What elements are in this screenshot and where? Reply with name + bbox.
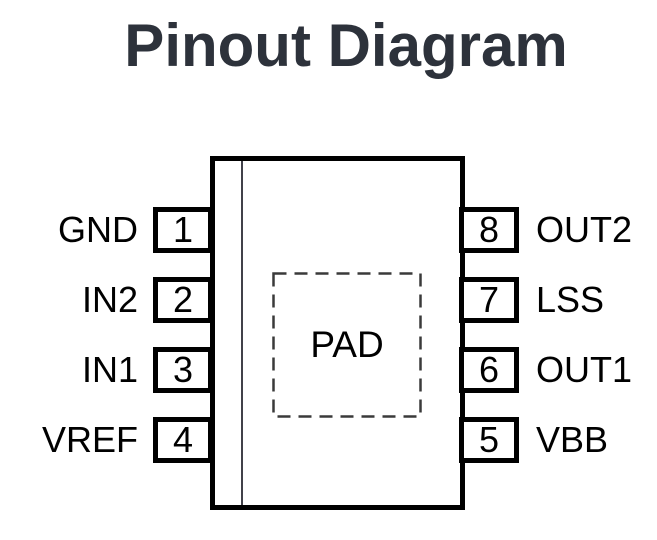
pin-label-in2: IN2 <box>81 279 138 320</box>
pin-box-4: 4 <box>153 417 213 463</box>
pin-label-gnd: GND <box>58 209 138 250</box>
thermal-pad-label: PAD <box>310 324 384 365</box>
pin-label-vref: VREF <box>41 419 138 460</box>
pin-box-3: 3 <box>153 347 213 393</box>
pin-box-6: 6 <box>459 347 519 393</box>
pin-box-2: 2 <box>153 277 213 323</box>
page-title: Pinout Diagram <box>124 12 568 79</box>
pin-label-lss: LSS <box>536 279 605 320</box>
chip-package-outline <box>210 156 465 510</box>
pin-box-8: 8 <box>459 207 519 253</box>
thermal-pad-outline <box>272 272 422 418</box>
pin-box-7: 7 <box>459 277 519 323</box>
pin-label-out2: OUT2 <box>536 209 633 250</box>
pin1-indicator-line <box>241 161 243 505</box>
pin-label-in1: IN1 <box>81 349 138 390</box>
pin-box-1: 1 <box>153 207 213 253</box>
pin-label-vbb: VBB <box>536 419 609 460</box>
pin-label-out1: OUT1 <box>536 349 633 390</box>
pin-box-5: 5 <box>459 417 519 463</box>
